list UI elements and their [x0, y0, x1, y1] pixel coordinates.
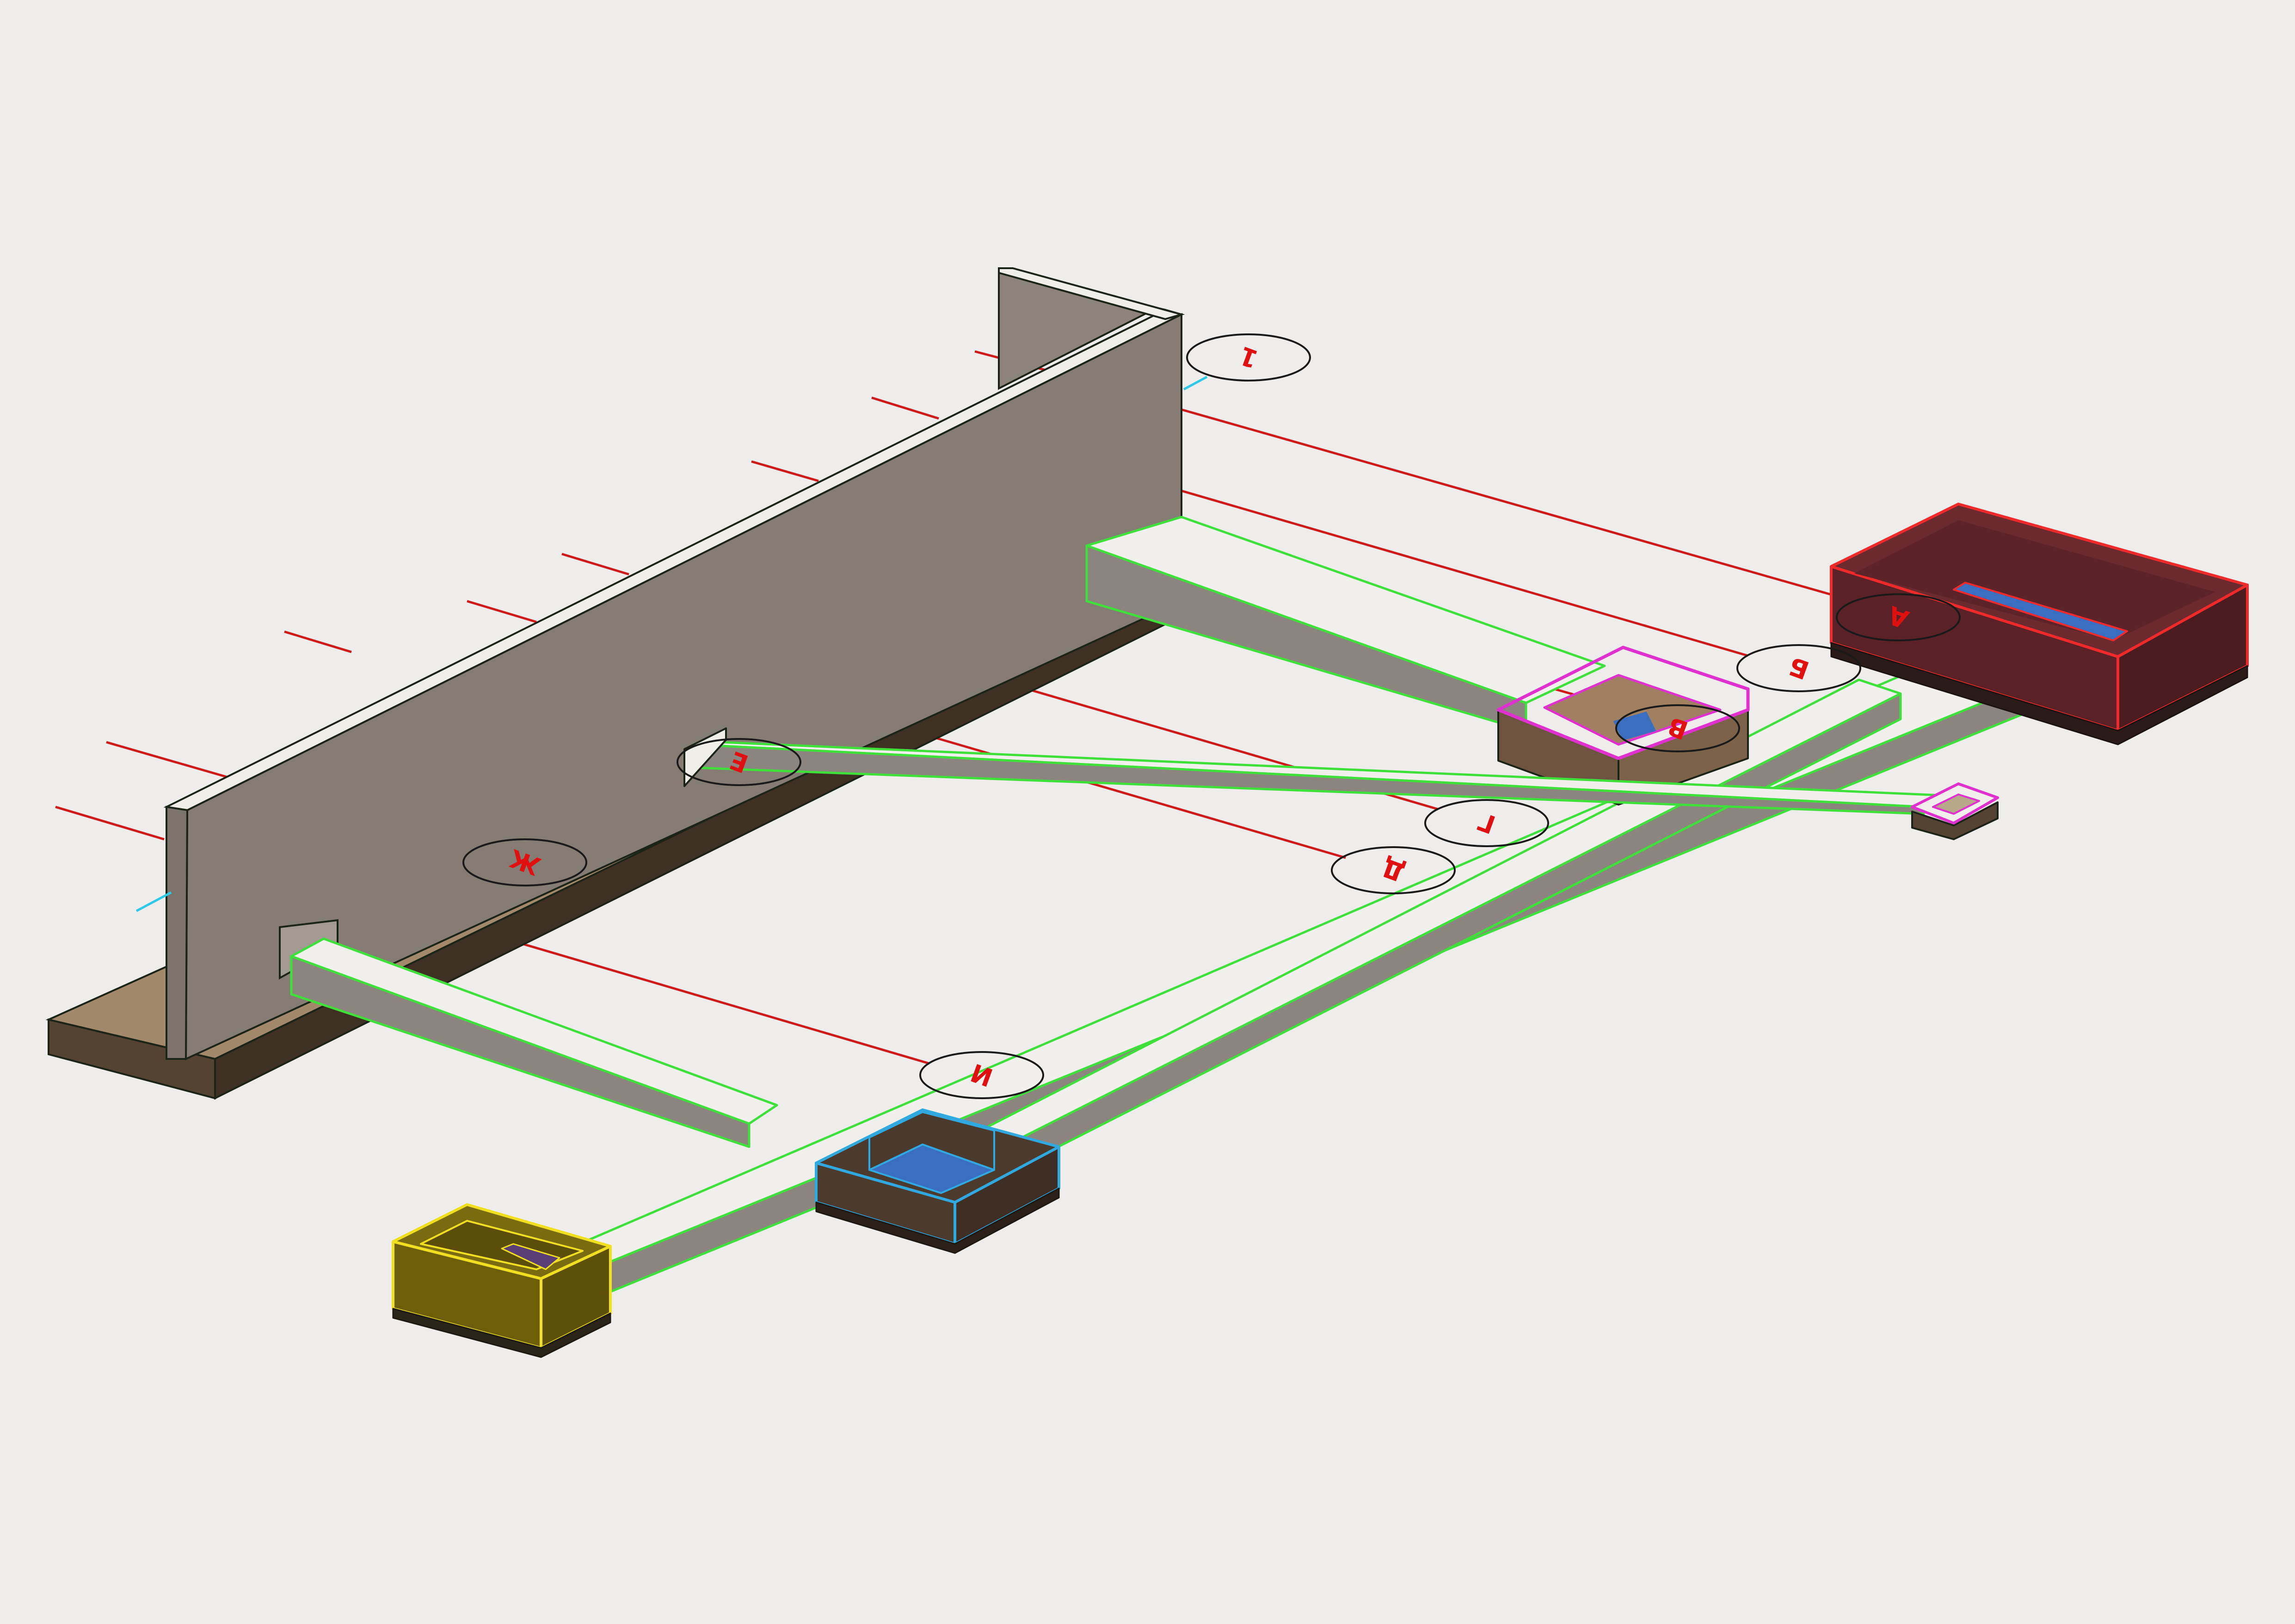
leader-axis-1 — [1183, 375, 1208, 391]
tank-red-inner-back — [1854, 520, 2215, 640]
wall-left-end — [166, 806, 189, 1060]
grid-line-A — [1172, 406, 1855, 603]
wall-return-top — [998, 267, 1185, 320]
box-yellow-purple-floor — [501, 1243, 560, 1270]
grid-line-D-far — [467, 600, 537, 623]
tank-red-blue-floor — [1953, 582, 2128, 641]
grid-line-I-far — [55, 806, 165, 841]
grid-line-B-far — [871, 396, 939, 420]
box-blue — [815, 1108, 1060, 1254]
tank-red — [1830, 503, 2249, 745]
box-blue-base — [815, 1187, 1060, 1254]
beam-front-left — [290, 937, 778, 1148]
box-yellow-base — [392, 1308, 611, 1358]
pit-magenta-rim — [1496, 646, 1750, 760]
leader-lines — [135, 375, 1208, 912]
grid-line-V-far — [751, 460, 819, 482]
back-wall — [163, 267, 1185, 1061]
pit-magenta — [1496, 646, 1750, 806]
tank-red-base — [1830, 642, 2248, 745]
grid-line-Zh-far — [106, 741, 227, 778]
leader-wall-left — [135, 891, 172, 912]
grid-line-G-far — [561, 553, 629, 576]
grid-line-E-far — [284, 630, 352, 653]
pit-magenta-inner-floor — [1543, 674, 1722, 746]
beam-cross — [683, 727, 1944, 815]
axis-bubble-E: Е — [677, 738, 801, 786]
box-yellow — [392, 1203, 612, 1358]
pit-magenta-blue-spot — [1613, 712, 1656, 740]
pit-small-side — [1911, 801, 1999, 840]
pit-small-magenta — [1911, 782, 1999, 840]
beam-front-left-side — [290, 955, 751, 1148]
pit-small-inner — [1932, 794, 1980, 815]
box-blue-water — [868, 1144, 995, 1194]
